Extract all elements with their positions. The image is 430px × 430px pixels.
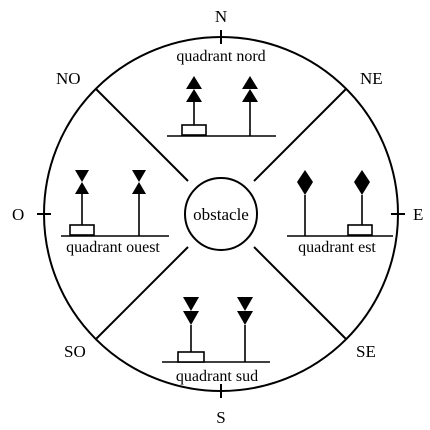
- quadrant-east-label: quadrant est: [298, 239, 376, 256]
- label-south-west: SO: [64, 342, 86, 361]
- divider-nw: [95, 88, 189, 182]
- label-north: N: [215, 7, 227, 26]
- label-north-west: NO: [56, 69, 81, 88]
- quadrant-north-label: quadrant nord: [176, 48, 265, 65]
- quadrant-north-symbol: [167, 76, 276, 137]
- divider-ne: [253, 88, 347, 182]
- quadrant-south-label: quadrant sud: [176, 368, 258, 385]
- obstacle-circle: [184, 177, 258, 251]
- label-south: S: [216, 408, 225, 427]
- divider-sw: [95, 246, 189, 340]
- quadrant-east-symbol: [287, 170, 393, 237]
- quadrant-west-label: quadrant ouest: [66, 239, 160, 256]
- label-north-east: NE: [360, 69, 383, 88]
- quadrant-west-symbol: [61, 170, 169, 237]
- divider-se: [253, 246, 347, 340]
- quadrant-south-symbol: [162, 297, 270, 363]
- label-south-east: SE: [356, 342, 376, 361]
- label-west: O: [12, 205, 24, 224]
- label-east: E: [413, 205, 423, 224]
- obstacle-label: obstacle: [193, 205, 249, 224]
